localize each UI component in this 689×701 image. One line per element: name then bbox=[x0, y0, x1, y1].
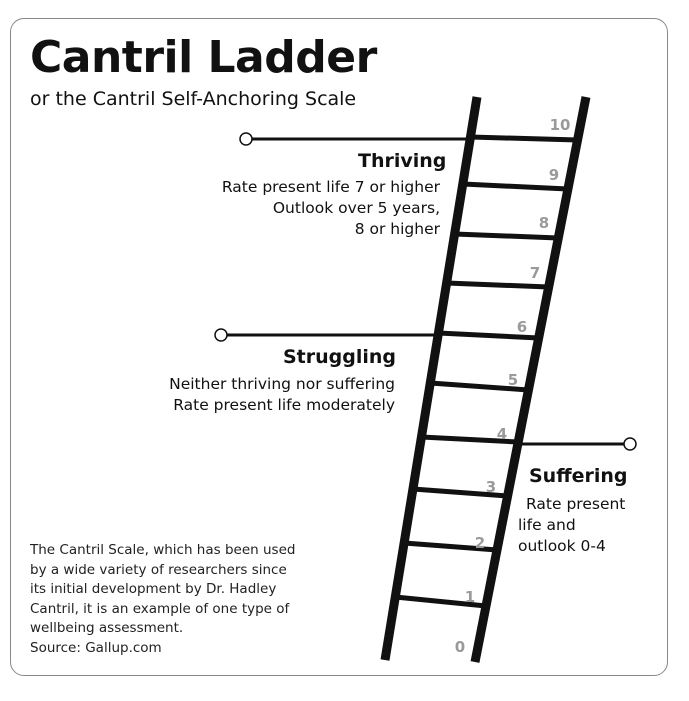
ladder-rung bbox=[395, 594, 487, 609]
footnote-line: Cantril, it is an example of one type of bbox=[30, 600, 290, 617]
ladder-rails bbox=[380, 96, 591, 663]
rung-number: 8 bbox=[539, 214, 549, 232]
card-frame bbox=[10, 18, 668, 676]
footnote-line: wellbeing assessment. bbox=[30, 620, 184, 636]
suffering-label: Suffering bbox=[529, 465, 628, 487]
suffering-pointer-dot bbox=[623, 437, 637, 451]
struggling-line: Rate present life moderately bbox=[173, 396, 395, 414]
thriving-line: Rate present life 7 or higher bbox=[221, 178, 440, 196]
rung-number: 6 bbox=[517, 318, 527, 336]
rung-number: 9 bbox=[549, 166, 559, 184]
suffering-line: Rate present bbox=[526, 495, 626, 513]
struggling-pointer-dot bbox=[214, 328, 228, 342]
thriving-pointer-dot bbox=[239, 132, 253, 146]
thriving-description: Rate present life 7 or higher Outlook ov… bbox=[170, 177, 440, 240]
ladder-rail-left bbox=[380, 96, 482, 661]
rung-number: 7 bbox=[530, 264, 540, 282]
rung-number: 5 bbox=[508, 371, 518, 389]
footnote-source: Source: Gallup.com bbox=[30, 639, 162, 656]
ladder-rung bbox=[403, 540, 498, 553]
rung-number: 0 bbox=[455, 638, 465, 656]
ladder-rung bbox=[454, 231, 559, 241]
rung-number: 4 bbox=[497, 425, 507, 443]
rung-number: 2 bbox=[475, 534, 485, 552]
ladder-rail-right bbox=[470, 96, 591, 663]
pointer-lines bbox=[214, 132, 637, 451]
suffering-line: life and bbox=[518, 516, 576, 534]
footnote-line: by a wide variety of researchers since bbox=[30, 561, 287, 578]
rung-numbers: 0 1 2 3 4 5 6 7 8 9 10 bbox=[455, 116, 571, 656]
ladder-rung bbox=[438, 330, 539, 341]
rung-number: 3 bbox=[486, 478, 496, 496]
struggling-line: Neither thriving nor suffering bbox=[169, 375, 395, 393]
struggling-description: Neither thriving nor suffering Rate pres… bbox=[120, 374, 395, 416]
thriving-line: 8 or higher bbox=[354, 220, 440, 238]
ladder-rung bbox=[470, 134, 578, 143]
suffering-description: Rate present life and outlook 0-4 bbox=[518, 494, 658, 557]
ladder-rung bbox=[446, 280, 549, 290]
rung-number: 1 bbox=[465, 588, 475, 606]
struggling-label: Struggling bbox=[283, 346, 397, 368]
footnote: The Cantril Scale, which has been used b… bbox=[30, 541, 295, 658]
ladder-rung bbox=[421, 434, 519, 445]
footnote-line: The Cantril Scale, which has been used bbox=[30, 542, 296, 558]
suffering-line: outlook 0-4 bbox=[518, 537, 606, 555]
rung-number: 10 bbox=[550, 116, 571, 134]
thriving-line: Outlook over 5 years, bbox=[272, 199, 440, 217]
ladder-rung bbox=[412, 486, 508, 499]
ladder-rungs bbox=[395, 134, 578, 609]
page-title: Cantril Ladder bbox=[30, 32, 377, 83]
thriving-label: Thriving bbox=[358, 150, 447, 172]
ladder-rung bbox=[430, 380, 529, 393]
page-subtitle: or the Cantril Self-Anchoring Scale bbox=[30, 88, 357, 110]
footnote-line: its initial development by Dr. Hadley bbox=[30, 581, 277, 597]
ladder-rung bbox=[462, 181, 569, 192]
